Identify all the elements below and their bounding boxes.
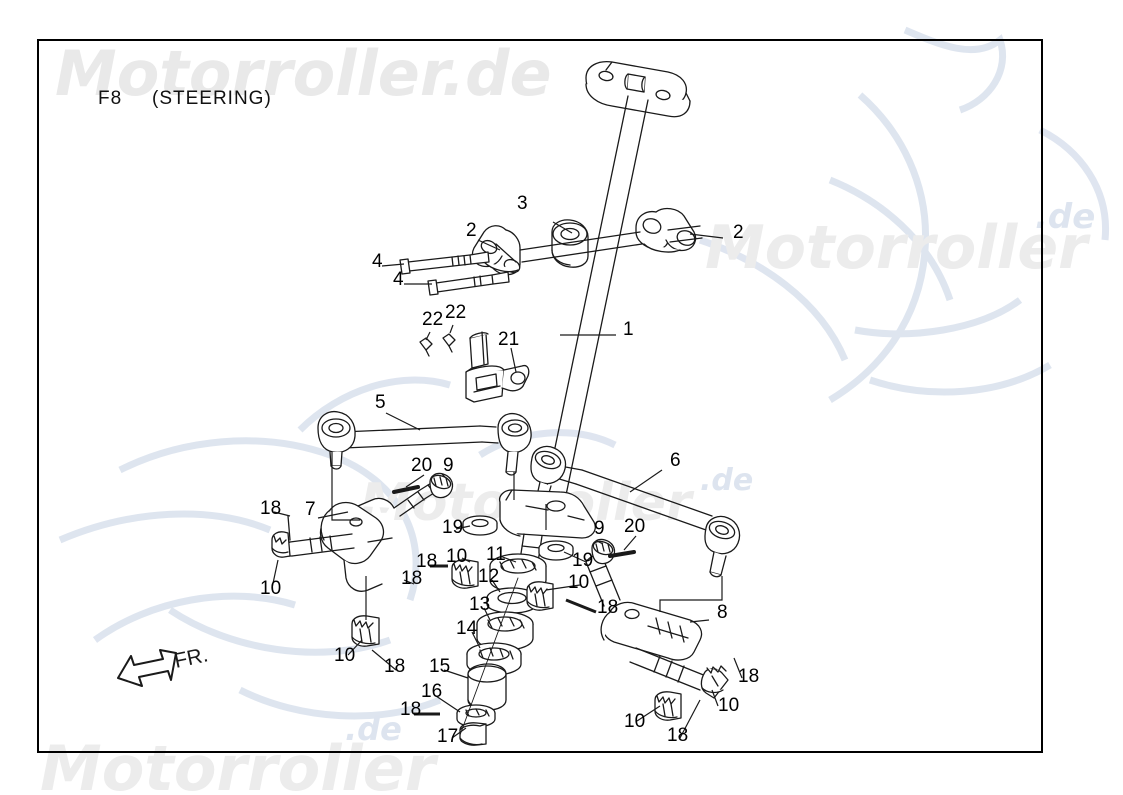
callout-13: 13 (469, 594, 490, 615)
callout-6: 6 (670, 450, 681, 471)
callout-19-left: 19 (442, 517, 463, 538)
callout-18-f: 18 (597, 597, 618, 618)
callout-22-right: 22 (445, 302, 466, 323)
tie-rod-left (317, 410, 532, 476)
watermark-bottom-suffix: .de (345, 710, 402, 748)
callout-18-e: 18 (400, 699, 421, 720)
callout-4-lower: 4 (393, 269, 404, 290)
callout-18-d: 18 (384, 656, 405, 677)
callout-18-a: 18 (260, 498, 281, 519)
castle-nut-column-left (451, 559, 479, 589)
watermark-right-suffix: .de (1035, 197, 1095, 237)
column-lower-bracket (498, 489, 596, 563)
callout-10-c: 10 (334, 645, 355, 666)
spacer-left (392, 485, 420, 494)
callout-10-e: 10 (624, 711, 645, 732)
watermark-bottom: Motorroller (40, 732, 439, 795)
watermark-top: Motorroller.de (55, 37, 552, 110)
orientation-arrow (117, 649, 177, 687)
callout-3: 3 (517, 193, 528, 214)
ignition-lock (465, 331, 530, 403)
castle-nut-spindle-left (351, 615, 380, 647)
callout-10-f: 10 (718, 695, 739, 716)
callout-22-left: 22 (422, 309, 443, 330)
washer-right (538, 540, 574, 561)
page-code: F8 (98, 88, 122, 109)
callout-2-left: 2 (466, 220, 477, 241)
callout-numbers: 1 2 2 3 4 4 5 6 7 8 9 9 10 10 10 10 10 1… (260, 193, 759, 747)
callout-19-right: 19 (572, 550, 593, 571)
callout-9-left: 9 (443, 455, 454, 476)
spacer-right (608, 550, 636, 558)
castle-nut-column-right (526, 581, 554, 611)
bearing-stack (456, 553, 547, 746)
callout-16: 16 (421, 681, 442, 702)
callout-10-d: 10 (568, 572, 589, 593)
tie-rod-nut-left (429, 472, 454, 499)
callout-1: 1 (623, 319, 634, 340)
lock-screw-left (419, 337, 433, 357)
callout-21: 21 (498, 329, 519, 350)
callout-2-right: 2 (733, 222, 744, 243)
watermark-center-suffix: .de (700, 463, 753, 498)
scooter-silhouette-watermark (58, 26, 1110, 720)
callout-20-right: 20 (624, 516, 645, 537)
callout-14: 14 (456, 618, 478, 639)
callout-15: 15 (429, 656, 450, 677)
callout-17: 17 (437, 726, 458, 747)
callout-9-right: 9 (594, 518, 605, 539)
callout-18-c: 18 (401, 568, 422, 589)
callout-18-g: 18 (738, 666, 759, 687)
callout-20-left: 20 (411, 455, 432, 476)
tie-rod-nut-right (591, 538, 616, 565)
clamp-bolt-upper (399, 251, 490, 275)
callout-10-a: 10 (260, 578, 281, 599)
handlebar-tube (519, 225, 703, 263)
page-title: (STEERING) (152, 88, 272, 109)
callout-7: 7 (305, 499, 316, 520)
washer-left (462, 515, 498, 536)
callout-10-b: 10 (446, 546, 467, 567)
steering-bearing-cup (551, 219, 589, 268)
leader-lines (271, 221, 743, 739)
callout-12: 12 (478, 566, 499, 587)
callout-4-upper: 4 (372, 251, 383, 272)
callout-18-b: 18 (416, 551, 437, 572)
callout-18-h: 18 (667, 725, 688, 746)
watermark-right: Motorroller (705, 213, 1091, 283)
callout-11: 11 (486, 544, 506, 565)
lock-screw-right (442, 333, 456, 353)
diagram-frame (37, 39, 1043, 753)
callout-8: 8 (717, 602, 728, 623)
callout-5: 5 (375, 392, 386, 413)
steering-knuckle-right (585, 553, 729, 721)
steering-knuckle-left (271, 479, 443, 592)
handlebar-mount-plate (585, 60, 691, 118)
